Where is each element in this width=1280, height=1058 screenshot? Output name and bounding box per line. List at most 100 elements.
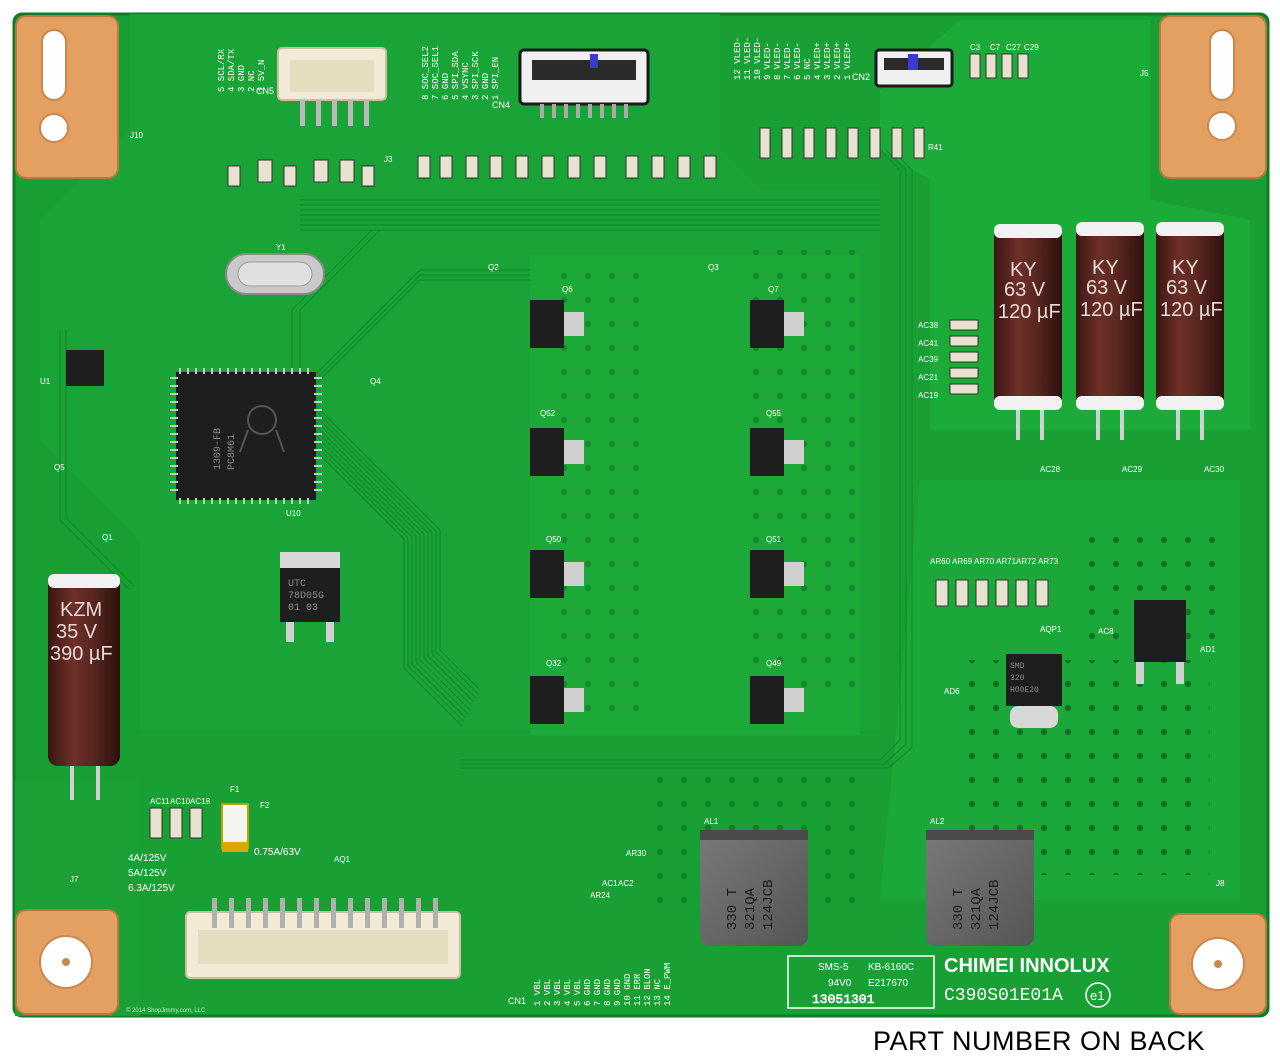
regulator-au3: UTC 78D05G 01 03: [280, 552, 340, 642]
fuse-rating-3: 6.3A/125V: [128, 883, 175, 894]
ref-label: AR60: [930, 557, 951, 566]
cn1-pin-1: 1 VBL: [533, 979, 543, 1006]
ref-label: Q2: [488, 263, 499, 272]
capacitor-ac23-capacitance: 390 µF: [50, 643, 113, 665]
trace-bundles: [59, 149, 913, 769]
inductor-al1: 330 T 321QA 124JCB: [700, 830, 808, 946]
mounting-pads: [15, 15, 1267, 1015]
ce-mark: e1: [1090, 988, 1104, 1003]
ref-label: AC8: [1098, 627, 1114, 636]
ref-label: AC21: [918, 373, 939, 382]
brand-logo: CHIMEI INNOLUX: [944, 955, 1110, 977]
cn5-label: CN5: [256, 86, 274, 96]
ref-label: Q52: [540, 409, 556, 418]
connector-cn2: [874, 48, 954, 88]
cn5-pin-1: 1 5V_N: [257, 60, 267, 92]
mcu-marking-2: PC8M61: [227, 434, 238, 470]
cn2-pin-4: 4 VLED+: [813, 42, 823, 80]
cn1-pin-7: 7 GND: [593, 979, 603, 1006]
ref-label: J8: [1216, 879, 1225, 888]
connector-cn4: [518, 48, 650, 118]
part-code: C390S01E01A: [944, 986, 1063, 1006]
cn2-pin-9: 9 VLED-: [763, 42, 773, 80]
fuse-f2-rating: 0.75A/63V: [254, 847, 301, 858]
ref-label: Q3: [708, 263, 719, 272]
ref-label: AQ1: [334, 855, 351, 864]
ref-label: C29: [1024, 43, 1039, 52]
cn4-pin-8: 8 SOC_SEL2: [421, 46, 431, 100]
mosfet-marking-2: 320: [1010, 674, 1025, 683]
copper-planes: [15, 14, 1250, 1016]
cn4-pin-7: 7 SOC_SEL1: [431, 46, 441, 100]
cn1-pin-9: 9 GND: [613, 979, 623, 1006]
ref-label: Q6: [562, 285, 573, 294]
smd-components: [149, 53, 1049, 839]
capacitor-ac28-brand: KY: [1010, 259, 1037, 281]
cn4-label: CN4: [492, 100, 510, 110]
ref-label: AL2: [930, 817, 945, 826]
connector-cn5: [277, 47, 387, 126]
cn2-pin-2: 2 VLED+: [833, 42, 843, 80]
cn5-pin-3: 3 GND: [237, 65, 247, 92]
capacitor-ac29-voltage: 63 V: [1086, 277, 1128, 299]
cn1-pin-8: 8 GND: [603, 979, 613, 1006]
fuse-f1: [221, 803, 249, 852]
regulator-marking-1: UTC: [288, 579, 306, 590]
cn4-pin-4: 4 VSYNC: [461, 62, 471, 100]
ref-label: AC38: [918, 321, 939, 330]
inductor-al1-line-2: 321QA: [743, 887, 759, 930]
inductor-al2-line-1: 330 T: [951, 888, 967, 930]
ref-label: J3: [384, 155, 393, 164]
mosfet-array: [530, 300, 1186, 724]
cn4-pin-2: 2 GND: [481, 73, 491, 100]
cn1-label: CN1: [508, 996, 526, 1006]
silk-ref-labels: J10 J3 J5 J7 J8 U1 U10 Y1 Q1 Q2 Q3 Q4 Q5…: [40, 43, 1225, 900]
ref-label: F1: [230, 785, 240, 794]
cn5-pin-2: 2 NC: [247, 70, 257, 92]
ref-label: C7: [990, 43, 1001, 52]
cn2-pin-7: 7 VLED-: [783, 42, 793, 80]
cn2-label: CN2: [852, 72, 870, 82]
ref-label: J10: [130, 131, 143, 140]
part-number-note: PART NUMBER ON BACK: [873, 1026, 1206, 1056]
ref-label: U10: [286, 509, 301, 518]
ref-label: AR73: [1038, 557, 1059, 566]
ref-label: AC11: [150, 797, 170, 806]
ref-label: AC28: [1040, 465, 1061, 474]
regulator-marking-3: 01 03: [288, 603, 318, 614]
cn1-pin-3: 3 VBL: [553, 979, 563, 1006]
capacitor-ac29: KY 63 V 120 µF: [1076, 222, 1144, 440]
ref-label: C3: [970, 43, 981, 52]
connector-cn1: [185, 898, 461, 979]
cn2-pin-1: 1 VLED+: [843, 42, 853, 80]
inductor-al2: 330 T 321QA 124JCB: [926, 830, 1034, 946]
copyright-watermark: © 2014 ShopJimmy.com, LLC: [126, 1007, 206, 1014]
ref-label: AR69: [952, 557, 973, 566]
silk-cn4-pins: 8 SOC_SEL2 7 SOC_SEL1 6 GND 5 SPI_SDA 4 …: [421, 46, 510, 110]
silk-marking-block: SMS-5 KB-6160C 94V0 E217670 13051301 CHI…: [787, 955, 1111, 1009]
ref-label: Q55: [766, 409, 782, 418]
mcu-marking-1: 1309-FB: [213, 428, 224, 470]
capacitor-ac23: KZM 35 V 390 µF: [48, 574, 120, 800]
cn1-pin-14: 14 E_PWM: [663, 963, 673, 1006]
mcu-u10: 1309-FB PC8M61: [170, 368, 322, 504]
cn4-pin-1: 1 SPI_EN: [491, 57, 501, 100]
ref-label: R41: [928, 143, 943, 152]
ref-label: AD1: [1200, 645, 1216, 654]
capacitor-ac30-brand: KY: [1172, 257, 1199, 279]
ref-label: AD6: [944, 687, 960, 696]
mosfet-aqp1: SMD 320 H00E20: [1006, 654, 1062, 728]
ref-label: AR24: [590, 891, 611, 900]
board-code: KB-6160C: [868, 962, 914, 973]
mounting-pad-top-right: [1159, 15, 1267, 179]
ref-label: J5: [1140, 69, 1149, 78]
capacitor-ac29-capacitance: 120 µF: [1080, 299, 1143, 321]
regulator-marking-2: 78D05G: [288, 591, 324, 602]
cn1-pin-13: 13 NC: [653, 978, 663, 1006]
cn5-pin-4: 4 SDA/TX: [227, 48, 237, 92]
ref-label: AR71: [996, 557, 1017, 566]
capacitor-ac28-voltage: 63 V: [1004, 279, 1046, 301]
ref-label: AQP1: [1040, 625, 1062, 634]
cn2-pin-6: 6 VLED-: [793, 42, 803, 80]
